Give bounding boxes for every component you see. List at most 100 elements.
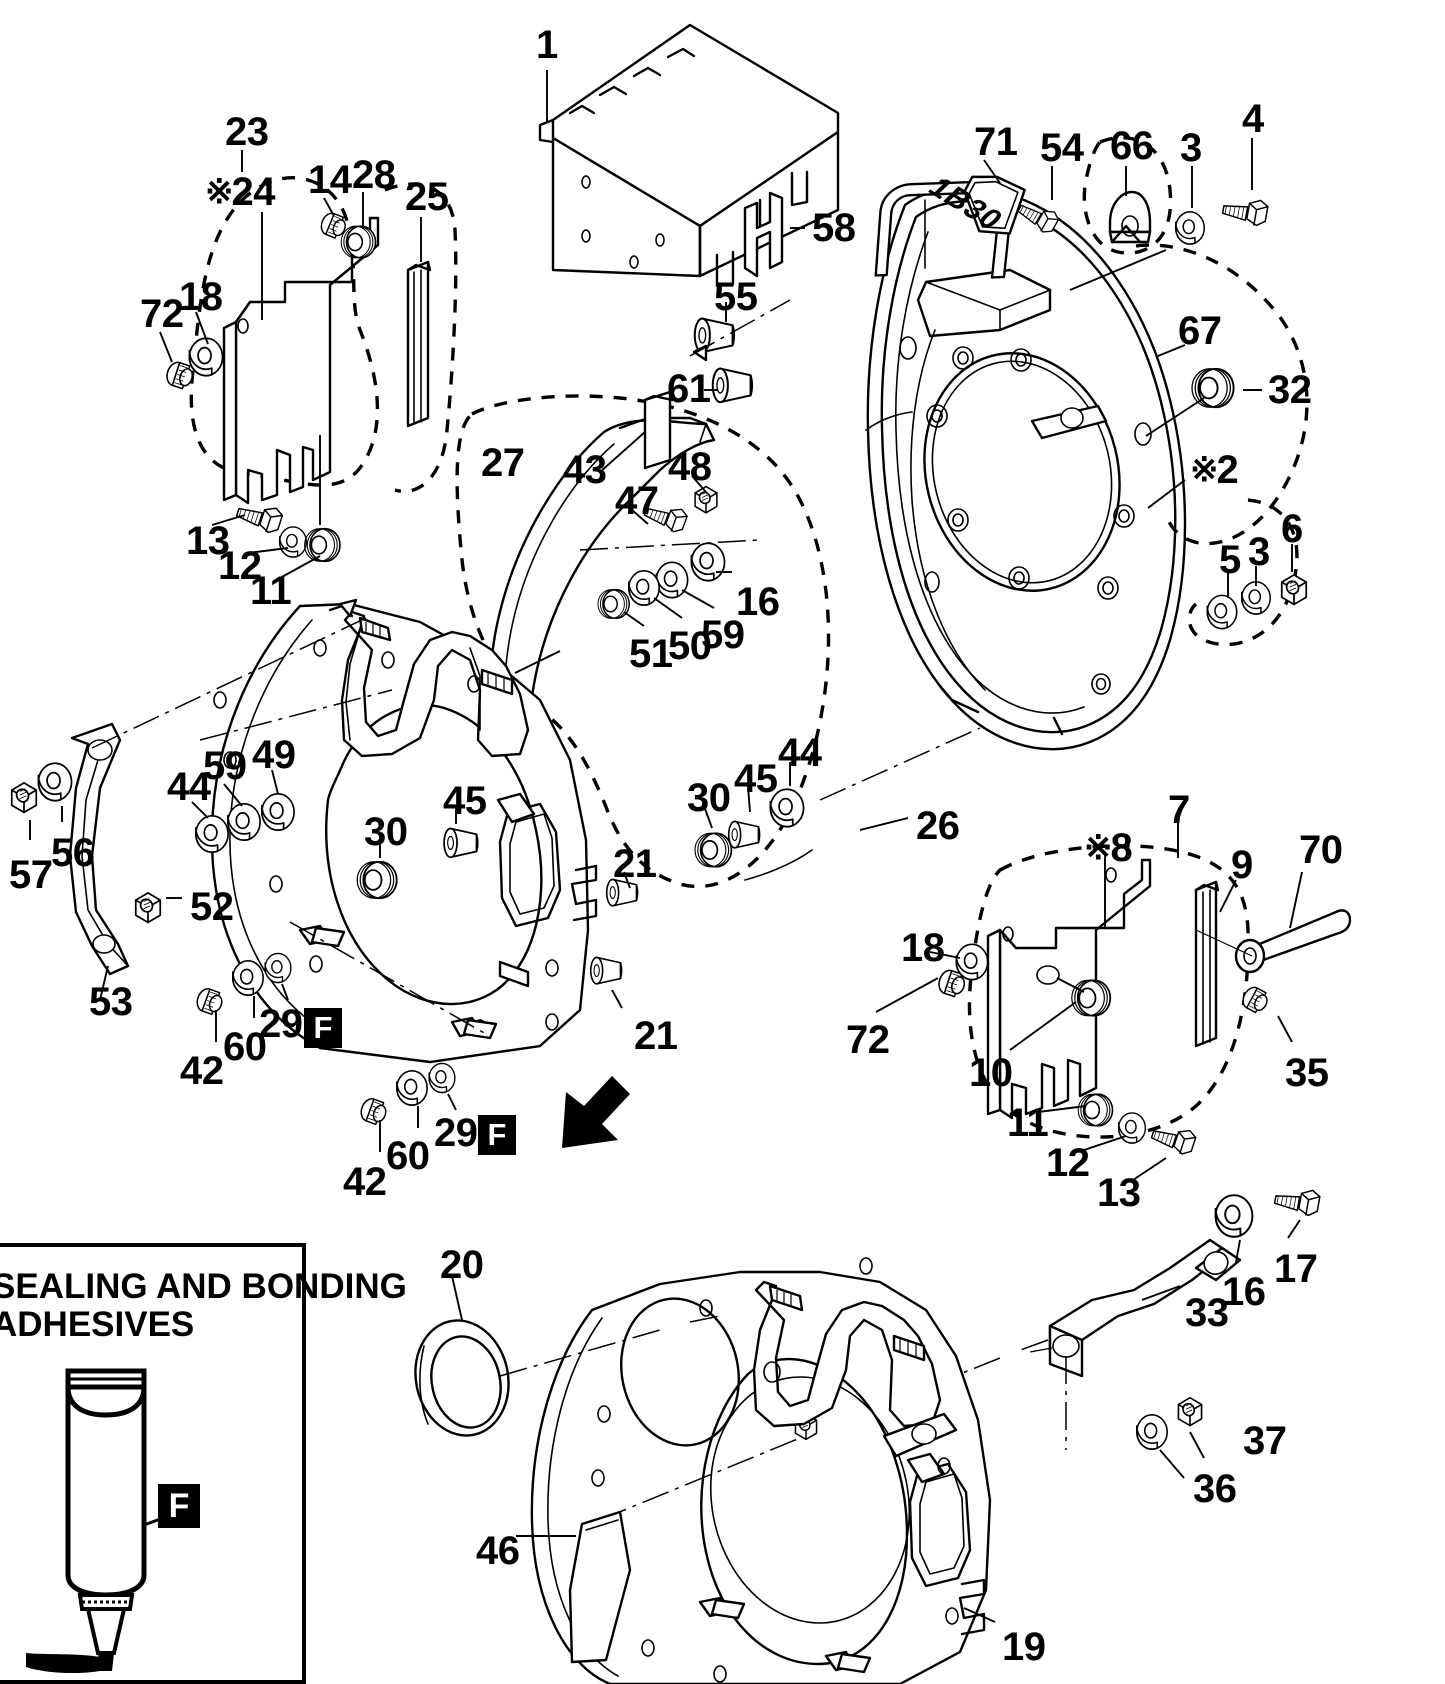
part-51-bushing [597,588,630,620]
callout-44: 44 [167,765,211,809]
part-29-washer-b [428,1062,456,1094]
group-25-dashed [384,182,458,493]
callout-30: 30 [364,810,408,854]
part-59-washer [655,561,689,599]
callout-7: 7 [1168,788,1190,832]
callout-28: 28 [352,153,396,197]
part-20-oil-seal [414,1319,510,1437]
part-45-collar-left [443,827,479,859]
callout-20: 20 [440,1243,484,1287]
part-44-washer-left [195,814,229,854]
callout-57: 57 [9,853,53,897]
reference-mark-icon: ※ [205,173,233,211]
note-title-line2: ADHESIVES [0,1305,195,1344]
callout-26: 26 [916,804,960,848]
callout-4: 4 [1242,97,1264,141]
part-37-nut [1177,1396,1203,1427]
group-67-dashed [1135,243,1309,546]
callout-47: 47 [615,479,659,523]
callout-45: 45 [734,757,778,801]
housing-left-body [210,598,598,1064]
callout-61: 61 [667,367,711,411]
callout-1: 1 [536,23,558,67]
part-16-washer-br [1214,1194,1254,1238]
callout-51: 51 [629,632,673,676]
callout-27: 27 [481,441,525,485]
callout-45: 45 [443,779,487,823]
callout-14: 14 [308,158,352,202]
part-2-fan-housing [865,186,1187,751]
part-21-collar-b [589,956,623,985]
callout-35: 35 [1285,1051,1329,1095]
callout-59: 59 [701,613,745,657]
part-57-nut [10,782,38,814]
adhesive-tube-icon [26,1368,199,1673]
part-70-rod [1234,909,1352,974]
part-50-washer [628,570,660,606]
callout-13: 13 [1097,1171,1141,1215]
callout-52: 52 [190,885,234,929]
callout-19: 19 [1002,1625,1046,1669]
callout-56: 56 [51,831,95,875]
part-17-bolt-br [1272,1183,1322,1218]
callout-72: 72 [140,292,184,336]
callout-29: 29 [259,1002,303,1046]
callout-10: 10 [969,1051,1013,1095]
part-19-housing [530,1257,992,1684]
part-45-collar-right [727,820,761,849]
part-36-washer [1136,1414,1168,1450]
part-46-pad [568,1510,632,1664]
part-49-washer [261,792,295,832]
part-24-baffle [222,216,380,505]
adhesive-marker-f-1: F [304,1008,342,1048]
part-12-washer [278,526,308,558]
callout-42: 42 [180,1049,224,1093]
part-66-knob [1108,190,1152,244]
part-55-spacer [693,317,736,354]
reference-mark-icon: ※ [1190,451,1218,489]
callout-6: 6 [1281,507,1303,551]
part-3-washer2 [1240,581,1272,615]
callout-18: 18 [901,926,945,970]
adhesive-marker-f-2: F [478,1115,516,1155]
callout-11: 11 [1007,1101,1049,1145]
part-52-nut [134,892,162,924]
part-13-bolt-r [1148,1119,1198,1158]
callout-3: 3 [1248,530,1270,574]
callout-53: 53 [89,980,133,1024]
callout-59: 59 [203,744,247,788]
callout-36: 36 [1193,1467,1237,1511]
callout-ref24: ※24 [205,170,276,214]
part-48-nut [694,485,718,514]
callout-16: 16 [1222,1270,1266,1314]
callout-72: 72 [846,1018,890,1062]
callout-16: 16 [736,580,780,624]
part-26-gasket [744,849,813,881]
part-3-washer-top [1174,211,1206,245]
callout-67: 67 [1178,309,1222,353]
part-6-nut [1280,574,1308,606]
callout-37: 37 [1243,1419,1287,1463]
part-59-washer-left [227,802,261,842]
callout-50: 50 [668,624,712,668]
callout-18: 18 [179,275,223,319]
part-71-nameplate [963,175,1026,235]
part-16-washer [690,542,726,582]
group-23-dashed [189,176,380,487]
part-29-washer-a [264,952,292,984]
callout-54: 54 [1040,126,1084,170]
callout-25: 25 [405,175,449,219]
callout-44: 44 [778,731,822,775]
part-30-grommet-right [694,832,733,868]
callout-11: 11 [250,569,292,613]
part-18-washer [188,337,224,377]
part-42-screw-b [357,1095,390,1128]
callout-58: 58 [812,206,856,250]
part-8-baffle [986,858,1152,1120]
part-42-screw-a [193,985,226,1018]
part-28-washer [340,225,377,259]
callout-9: 9 [1231,843,1253,887]
callout-12: 12 [1046,1141,1090,1185]
